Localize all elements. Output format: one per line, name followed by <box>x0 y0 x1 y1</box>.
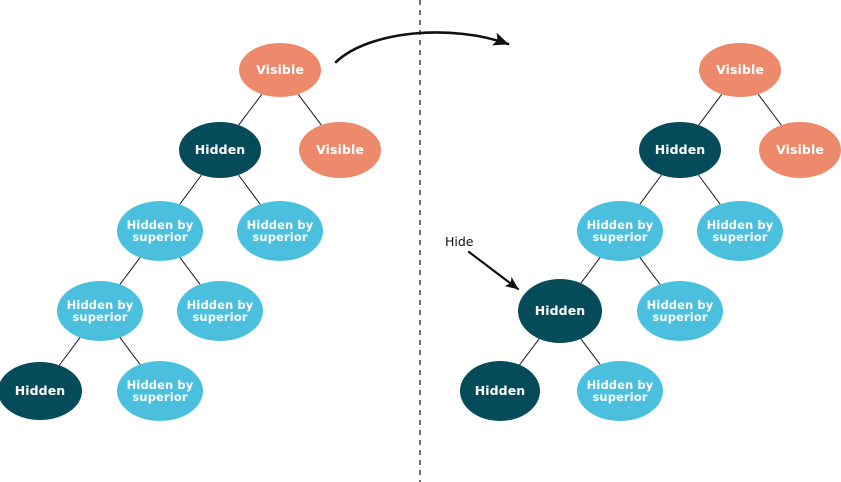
tree-node-label: Hidden by superior <box>186 297 254 324</box>
tree-node-l-l1-right[interactable]: Visible <box>299 122 381 178</box>
tree-node-l-l3-left[interactable]: Hidden by superior <box>57 281 143 341</box>
curved-transition-arrow-icon <box>334 31 510 64</box>
tree-edge-left-7 <box>119 337 141 365</box>
tree-edge-left-6 <box>58 337 81 366</box>
tree-edge-right-1 <box>757 93 782 126</box>
hide-pointer-arrow-icon <box>467 250 520 291</box>
tree-node-label: Hidden <box>654 142 706 158</box>
tree-node-label: Hidden by superior <box>646 297 714 324</box>
tree-node-label: Hidden <box>14 383 66 399</box>
tree-node-l-l4-left[interactable]: Hidden <box>0 362 82 420</box>
tree-node-r-l4-right[interactable]: Hidden by superior <box>577 361 663 421</box>
tree-edge-right-2 <box>639 174 662 205</box>
tree-node-l-l1-left[interactable]: Hidden <box>179 122 261 178</box>
tree-node-l-l4-right[interactable]: Hidden by superior <box>117 361 203 421</box>
tree-edge-left-1 <box>297 93 322 126</box>
tree-edge-left-3 <box>238 174 261 205</box>
tree-edge-right-5 <box>639 257 661 285</box>
tree-node-r-l2-left[interactable]: Hidden by superior <box>577 201 663 261</box>
tree-node-l-l2-right[interactable]: Hidden by superior <box>237 201 323 261</box>
tree-edge-left-0 <box>238 93 263 126</box>
tree-node-r-l3-left[interactable]: Hidden <box>518 279 602 343</box>
tree-edge-right-0 <box>698 93 723 126</box>
tree-node-label: Hidden by superior <box>586 217 654 244</box>
tree-edge-right-4 <box>580 257 601 284</box>
hide-action-label: Hide <box>445 234 474 249</box>
tree-node-label: Hidden <box>194 142 246 158</box>
tree-edge-right-6 <box>519 338 540 366</box>
tree-node-r-l3-right[interactable]: Hidden by superior <box>637 281 723 341</box>
tree-node-label: Visible <box>776 142 824 158</box>
tree-node-l-root[interactable]: Visible <box>239 43 321 97</box>
tree-node-l-l2-left[interactable]: Hidden by superior <box>117 201 203 261</box>
tree-node-label: Hidden by superior <box>706 217 774 244</box>
tree-edge-left-4 <box>119 257 141 285</box>
tree-node-label: Hidden <box>474 383 526 399</box>
tree-node-r-l2-right[interactable]: Hidden by superior <box>697 201 783 261</box>
tree-node-label: Hidden by superior <box>126 377 194 404</box>
tree-node-l-l3-right[interactable]: Hidden by superior <box>177 281 263 341</box>
tree-node-r-root[interactable]: Visible <box>699 43 781 97</box>
tree-node-r-l1-left[interactable]: Hidden <box>639 122 721 178</box>
tree-edge-left-2 <box>179 174 202 205</box>
tree-node-label: Hidden by superior <box>246 217 314 244</box>
tree-node-r-l4-left[interactable]: Hidden <box>460 361 540 421</box>
tree-edge-left-5 <box>179 257 201 285</box>
tree-edge-right-7 <box>580 338 601 365</box>
tree-node-label: Hidden by superior <box>126 217 194 244</box>
tree-node-r-l1-right[interactable]: Visible <box>759 122 841 178</box>
tree-node-label: Hidden by superior <box>586 377 654 404</box>
tree-node-label: Visible <box>316 142 364 158</box>
tree-node-label: Visible <box>716 62 764 78</box>
tree-node-label: Visible <box>256 62 304 78</box>
tree-edge-right-3 <box>698 174 721 205</box>
tree-node-label: Hidden by superior <box>66 297 134 324</box>
tree-node-label: Hidden <box>534 303 586 319</box>
